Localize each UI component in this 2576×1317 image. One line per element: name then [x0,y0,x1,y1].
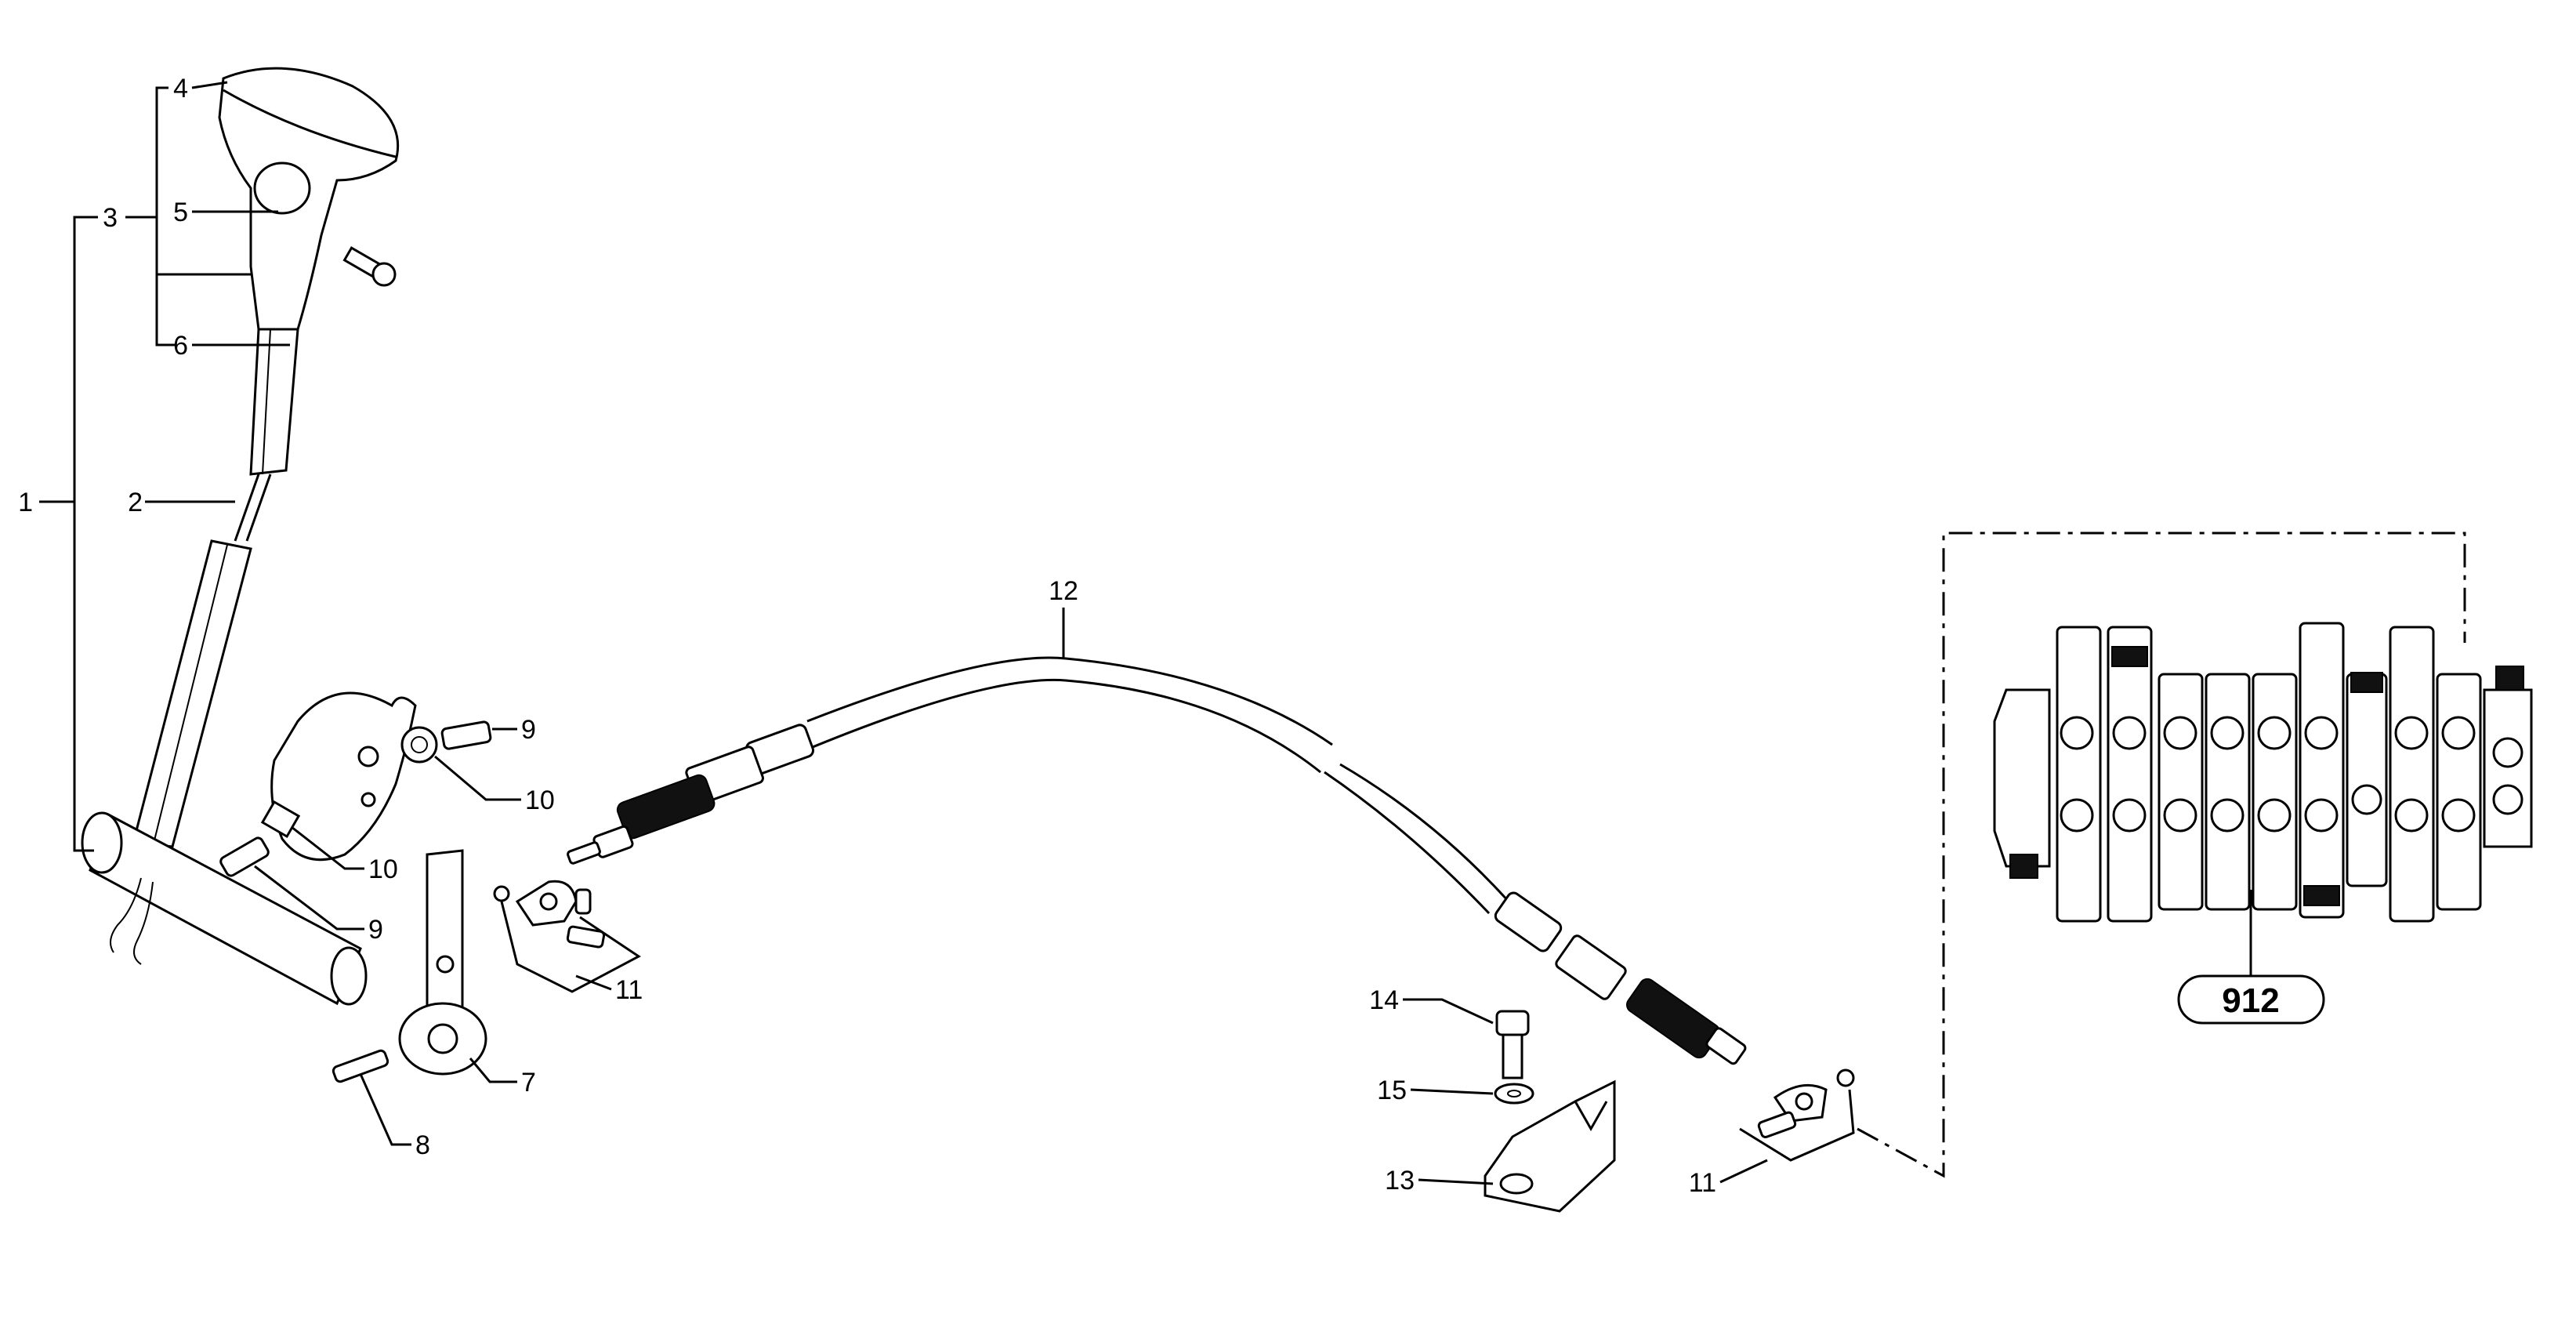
lever-lower-tube [132,539,252,848]
body-casting [270,691,417,862]
clevis-left [493,880,641,993]
lever-upper-tube [249,328,299,476]
knob [218,67,400,331]
callout-2: 2 [128,488,143,517]
clevis-right [1739,1068,1855,1162]
callout-15: 15 [1377,1076,1407,1105]
callout-4: 4 [173,74,188,103]
lever-arm [398,849,487,1076]
reference-label[interactable]: 912 [2222,981,2279,1020]
callout-12: 12 [1049,576,1078,606]
callout-11-left: 11 [615,975,643,1005]
callout-5: 5 [173,198,188,227]
callout-1: 1 [18,488,33,517]
knob-button [253,161,311,215]
washer [1494,1083,1534,1105]
control-cable [567,656,1747,1065]
boot-right [1626,978,1720,1059]
nut-upper [400,726,438,764]
callout-10-upper: 10 [525,785,555,815]
mounting-bracket [1484,1079,1616,1213]
callout-8: 8 [415,1130,430,1160]
callout-11-right: 11 [1689,1168,1716,1198]
callout-6: 6 [173,331,188,361]
callout-7: 7 [521,1068,536,1098]
bolt [1495,1010,1530,1079]
callout-9-lower: 9 [368,915,383,945]
boot-left [616,774,716,840]
callout-9-upper: 9 [521,715,536,745]
callout-3: 3 [103,203,118,233]
stud-lower [219,836,270,877]
reference-badge[interactable] [2177,974,2325,1025]
lever-assembly [81,67,400,1006]
roll-pin [332,1049,389,1083]
callout-14: 14 [1369,985,1399,1015]
control-valve-block [1993,622,2533,923]
callout-10-lower: 10 [368,854,398,884]
set-screw [342,246,397,287]
stud-upper [440,720,492,750]
callout-13: 13 [1385,1166,1415,1195]
nut-lower [260,800,301,839]
